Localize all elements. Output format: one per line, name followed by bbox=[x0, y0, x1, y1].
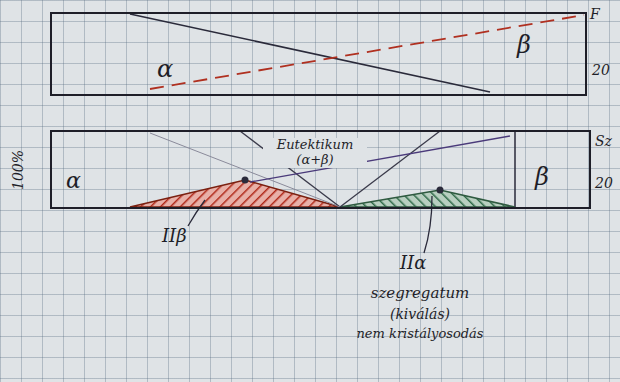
point-dot bbox=[242, 177, 249, 184]
phase-box: αβ bbox=[50, 12, 587, 96]
note-text: szegregatum bbox=[371, 285, 470, 302]
phase-letter: α bbox=[157, 56, 173, 84]
leader-line bbox=[424, 196, 432, 253]
point-dot bbox=[437, 187, 444, 194]
axis-number: 20 bbox=[592, 62, 610, 78]
phase-letter: β bbox=[517, 32, 531, 60]
leader-line bbox=[188, 200, 205, 226]
eutectic-label: Eutektikum (α+β) bbox=[263, 138, 367, 168]
note-text: nem kristályosodás bbox=[357, 327, 484, 342]
red-hatched-region bbox=[130, 180, 340, 207]
phase-letter: β bbox=[535, 164, 549, 192]
divider-line bbox=[514, 131, 516, 207]
dashed-line bbox=[150, 15, 584, 89]
percent-label: 100% bbox=[10, 150, 26, 190]
slope-line bbox=[250, 136, 510, 182]
green-hatched-region bbox=[340, 190, 515, 207]
axis-mark: Sz bbox=[595, 133, 612, 149]
phase-label: IIβ bbox=[162, 226, 187, 247]
axis-number: 20 bbox=[595, 175, 613, 191]
phase-letter: α bbox=[66, 168, 81, 193]
note-text: (kiválás) bbox=[390, 306, 450, 322]
axis-mark: F bbox=[590, 6, 600, 22]
structure-box: α Eutektikum (α+β) β bbox=[50, 130, 591, 209]
solvus-line bbox=[130, 14, 490, 92]
phase-label: IIα bbox=[400, 253, 426, 274]
